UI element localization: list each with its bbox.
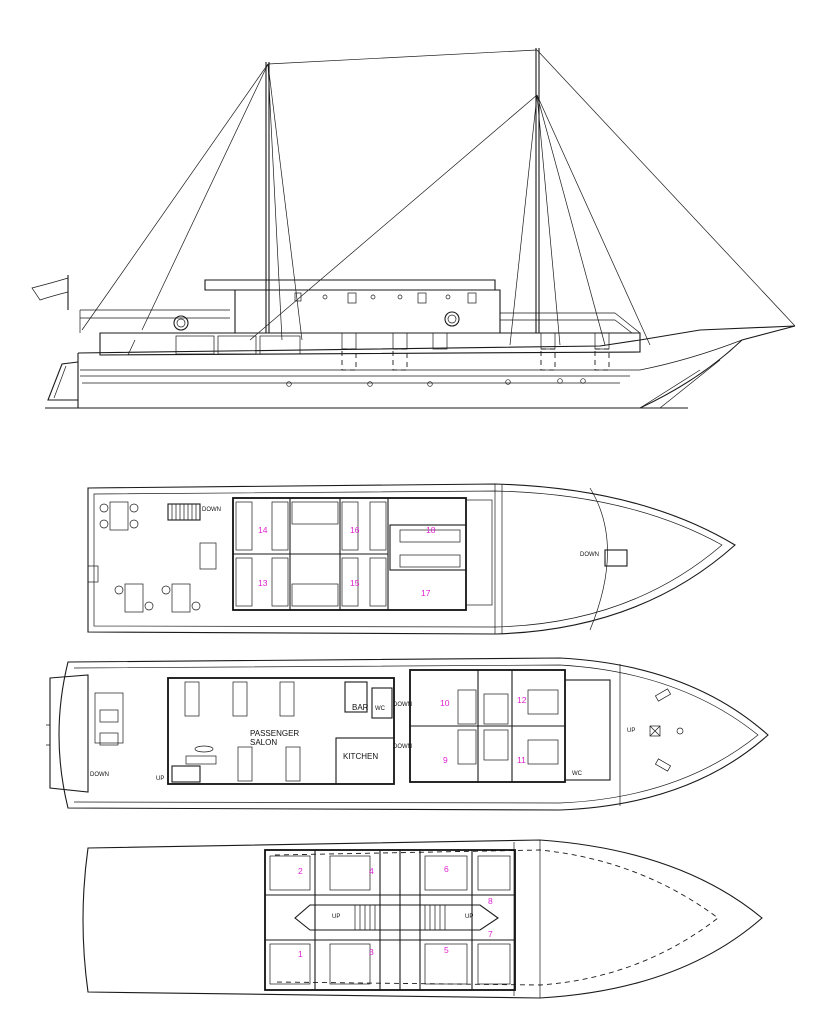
passenger-salon-label-1: PASSENGER	[250, 729, 299, 738]
cabin-14-number: 14	[258, 525, 268, 535]
lower-deck-plan: UP UP 2 4 6 8 7 1 3 5	[82, 839, 763, 999]
main-deck-beds	[457, 689, 559, 765]
main-deck-down-label-1: DOWN	[393, 702, 412, 708]
cabin-11-number: 11	[517, 755, 526, 765]
lower-deck-up-label-1: UP	[332, 914, 340, 920]
main-deck-stern-down-label: DOWN	[90, 772, 109, 778]
lower-deck-stairs	[354, 905, 446, 930]
kitchen-label: KITCHEN	[343, 752, 378, 761]
cabin-15-number: 15	[350, 578, 360, 588]
cabin-2-number: 2	[298, 866, 303, 876]
lower-deck-beds	[269, 855, 511, 985]
cabin-7-number: 7	[488, 929, 493, 939]
upper-deck-windows	[294, 292, 477, 304]
cabin-8-number: 8	[488, 896, 493, 906]
upper-deck-down-label: DOWN	[202, 507, 221, 513]
main-deck-plan: DOWN UP PASSENGER SALON BAR WC KITCHEN D…	[46, 657, 769, 811]
cabin-5-number: 5	[444, 945, 449, 955]
cabin-10-number: 10	[440, 698, 450, 708]
main-deck-up-label: UP	[156, 776, 164, 782]
cabin-9-number: 9	[443, 755, 448, 765]
cabin-16-number: 16	[350, 525, 360, 535]
main-deck-windows	[175, 332, 610, 371]
side-elevation	[31, 48, 796, 409]
upper-deck-bow-down-label: DOWN	[580, 552, 599, 558]
cabin-12-number: 12	[517, 695, 527, 705]
cabin-6-number: 6	[444, 864, 449, 874]
salon-tables	[184, 681, 301, 782]
cabin-3-number: 3	[369, 947, 374, 957]
main-deck-wc-label: WC	[375, 706, 386, 712]
cabin-1-number: 1	[298, 949, 303, 959]
lower-deck-up-label-2: UP	[465, 914, 473, 920]
upper-deck-plan: DOWN DOWN 14 16 13 15 18 17	[87, 483, 736, 635]
cabin-18-number: 18	[426, 525, 436, 535]
bar-label: BAR	[352, 703, 369, 712]
cabin-17-number: 17	[421, 588, 431, 598]
cabin-4-number: 4	[369, 866, 374, 876]
main-deck-down-label-2: DOWN	[393, 744, 412, 750]
main-deck-wc-label-2: WC	[572, 771, 583, 777]
upper-deck-beds	[235, 501, 461, 607]
passenger-salon-label-2: SALON	[250, 738, 277, 747]
hull-portholes	[286, 378, 586, 387]
rigging	[81, 49, 796, 346]
cabin-13-number: 13	[258, 578, 268, 588]
main-deck-bow-up-label: UP	[627, 728, 635, 734]
